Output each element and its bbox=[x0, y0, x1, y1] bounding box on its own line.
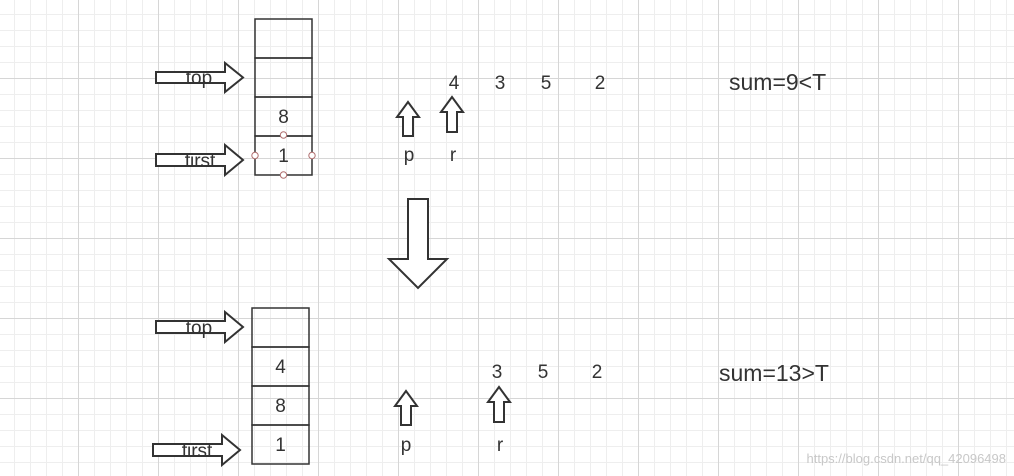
up-arrow-icon bbox=[439, 95, 465, 133]
sequence-item: 5 bbox=[538, 362, 549, 383]
stack-cell-value: 1 bbox=[275, 435, 286, 456]
top-pointer-label: top bbox=[186, 68, 212, 89]
down-arrow-icon bbox=[386, 198, 450, 290]
sequence-item: 2 bbox=[595, 73, 606, 94]
selection-handle[interactable] bbox=[279, 131, 288, 139]
right-arrow-icon bbox=[152, 432, 242, 468]
stack-cell-value: 1 bbox=[278, 146, 289, 167]
stack-cell-value: 8 bbox=[275, 396, 286, 417]
sequence-item: 3 bbox=[495, 73, 506, 94]
bottom-state: 4 8 1 top first p r 3 5 2 sum=13>T bbox=[152, 307, 829, 468]
selection-handle[interactable] bbox=[308, 151, 316, 160]
stack-cell-value: 4 bbox=[275, 357, 286, 378]
top-state: 8 1 top first p r 4 3 5 2 sum=9<T bbox=[155, 18, 826, 179]
up-arrow-icon bbox=[486, 385, 512, 423]
selection-handle[interactable] bbox=[279, 171, 288, 179]
stack-cell bbox=[254, 18, 313, 59]
p-pointer-label: p bbox=[401, 435, 412, 456]
sequence-item: 3 bbox=[492, 362, 503, 383]
sequence-item: 2 bbox=[592, 362, 603, 383]
stack-cell bbox=[254, 57, 313, 98]
sum-text: sum=13>T bbox=[719, 360, 829, 386]
r-pointer-label: r bbox=[497, 435, 504, 456]
up-arrow-icon bbox=[393, 389, 419, 426]
sequence-item: 5 bbox=[541, 73, 552, 94]
stack-cell bbox=[251, 307, 310, 348]
p-pointer-label: p bbox=[404, 145, 415, 166]
top-pointer-label: top bbox=[186, 318, 212, 339]
first-pointer-label: first bbox=[185, 151, 216, 172]
stack-top: 8 1 bbox=[251, 18, 316, 179]
right-arrow-icon bbox=[155, 60, 245, 95]
selection-handle[interactable] bbox=[251, 151, 259, 160]
r-pointer-label: r bbox=[450, 145, 457, 166]
right-arrow-icon bbox=[155, 309, 245, 345]
watermark: https://blog.csdn.net/qq_42096498 bbox=[807, 451, 1007, 466]
sum-text: sum=9<T bbox=[729, 69, 826, 95]
up-arrow-icon bbox=[395, 100, 421, 137]
stack-bottom: 4 8 1 bbox=[251, 307, 310, 465]
first-pointer-label: first bbox=[182, 441, 213, 462]
right-arrow-icon bbox=[155, 142, 245, 178]
stack-cell bbox=[251, 424, 310, 465]
sequence-item: 4 bbox=[449, 73, 460, 94]
stack-cell-value: 8 bbox=[278, 107, 289, 128]
